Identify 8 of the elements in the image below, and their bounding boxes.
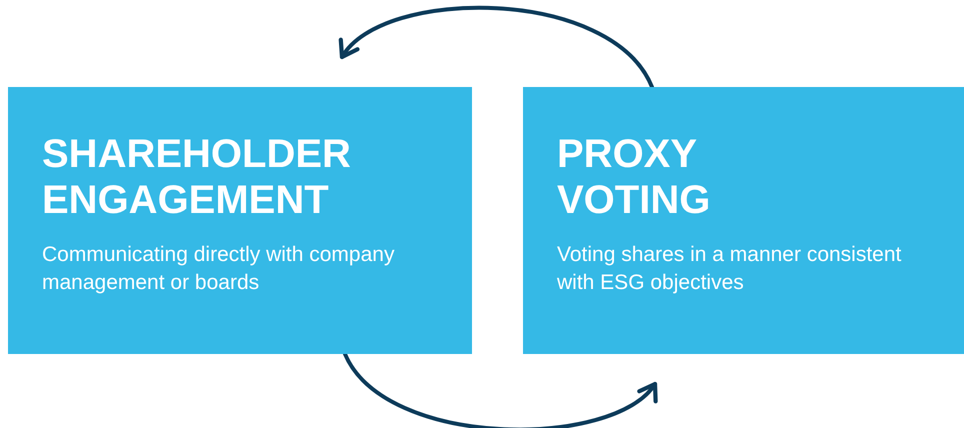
box-description: Communicating directly with company management or boards [42,242,396,296]
process-box [523,87,964,354]
box-heading: PROXY VOTING [557,131,712,223]
box-heading: SHAREHOLDER ENGAGEMENT [42,131,352,223]
curved-arrow [343,352,658,428]
curved-arrow [340,6,654,89]
box-description: Voting shares in a manner consistent with ESG objectives [557,242,902,296]
process-box [8,87,472,354]
